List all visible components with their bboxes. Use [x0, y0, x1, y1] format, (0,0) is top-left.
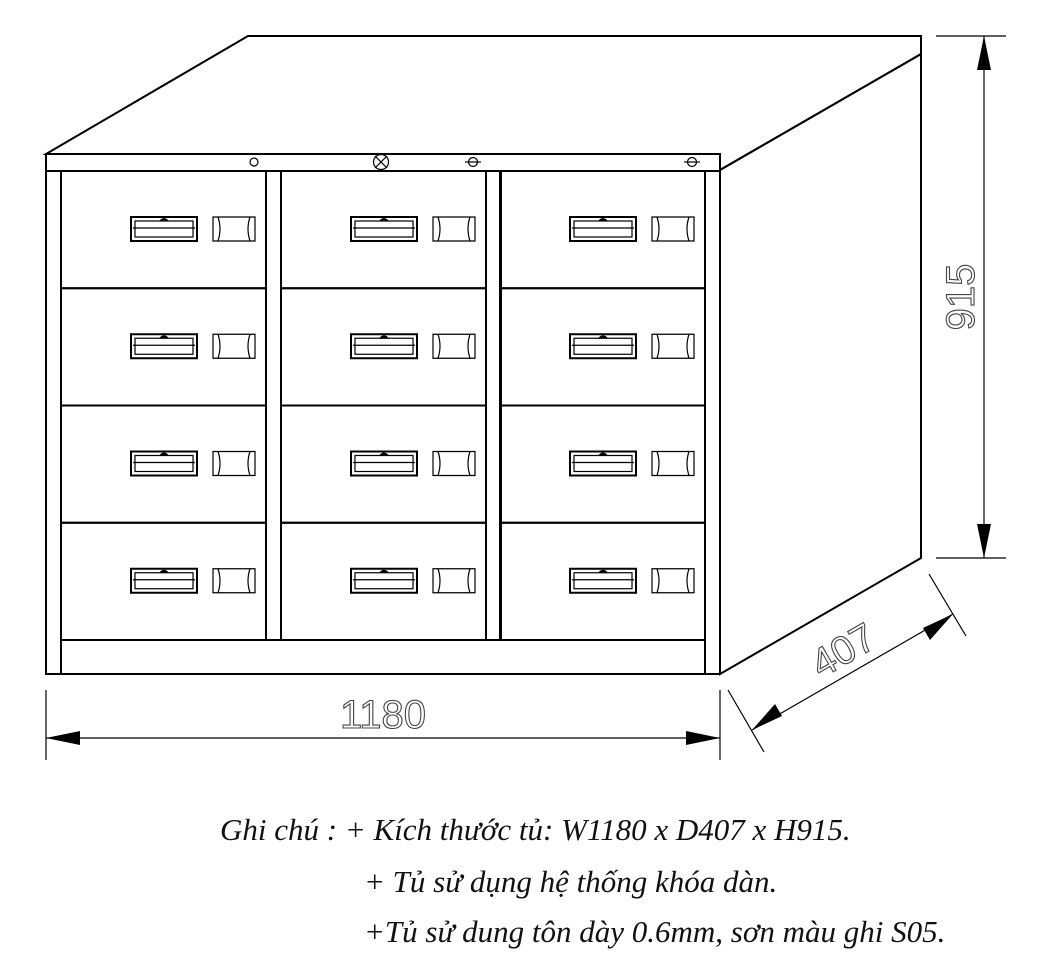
note-line: + Tủ sử dụng hệ thống khóa dàn.: [364, 864, 778, 899]
drawer[interactable]: [499, 170, 706, 290]
drawer-handle[interactable]: [130, 216, 198, 242]
note-line: + Kích thước tủ: W1180 x D407 x H915.: [344, 812, 851, 847]
drawer[interactable]: [280, 404, 487, 524]
cabinet-front: [45, 153, 721, 675]
label-holder: [432, 450, 476, 477]
notes-label: Ghi chú :: [220, 812, 338, 847]
front-top-rail: [45, 153, 721, 172]
label-holder: [432, 333, 476, 359]
drawer[interactable]: [499, 404, 706, 524]
drawer[interactable]: [280, 287, 487, 407]
height-dimension-label: 915: [939, 264, 983, 331]
drawer[interactable]: [499, 521, 706, 641]
drawer-handle[interactable]: [130, 450, 198, 477]
master-lock-icon: [372, 153, 390, 171]
drawer-handle[interactable]: [569, 216, 637, 242]
drawer-handle[interactable]: [350, 333, 418, 360]
label-holder: [651, 568, 695, 594]
label-holder: [212, 568, 256, 594]
drawer[interactable]: [60, 170, 267, 290]
label-holder: [651, 450, 695, 477]
label-holder: [212, 333, 256, 359]
width-dimension: 1180: [45, 690, 721, 760]
cabinet-top: [42, 35, 922, 172]
cabinet-side-panel: [719, 52, 922, 676]
drawer[interactable]: [280, 170, 487, 290]
drawer-handle[interactable]: [569, 333, 637, 360]
height-dimension: 915: [936, 35, 1006, 559]
drawer[interactable]: [60, 287, 267, 407]
note-line: +Tủ sử dung tôn dày 0.6mm, sơn màu ghi S…: [364, 914, 946, 949]
drawer-handle[interactable]: [350, 567, 418, 594]
drawer[interactable]: [499, 287, 706, 407]
label-holder: [432, 216, 476, 242]
lock-dot-icon: [249, 157, 259, 167]
drawer-handle[interactable]: [569, 567, 637, 594]
depth-dimension-label: 407: [804, 615, 884, 686]
drawer[interactable]: [60, 404, 267, 524]
column-divider: [485, 170, 502, 641]
width-dimension-label: 1180: [340, 693, 426, 737]
drawer-handle[interactable]: [350, 216, 418, 242]
label-holder: [651, 333, 695, 359]
drawer[interactable]: [60, 521, 267, 641]
column-divider: [265, 170, 282, 641]
lock-slot-icon: [684, 156, 700, 168]
drawer[interactable]: [280, 521, 487, 641]
drawer-handle[interactable]: [130, 333, 198, 360]
drawer-grid: [60, 170, 706, 641]
label-holder: [212, 450, 256, 477]
label-holder: [432, 568, 476, 594]
label-holder: [212, 216, 256, 242]
drawer-handle[interactable]: [130, 567, 198, 594]
drawer-handle[interactable]: [350, 450, 418, 477]
lock-slot-icon: [465, 156, 481, 168]
label-holder: [651, 216, 695, 242]
drawer-handle[interactable]: [569, 450, 637, 477]
